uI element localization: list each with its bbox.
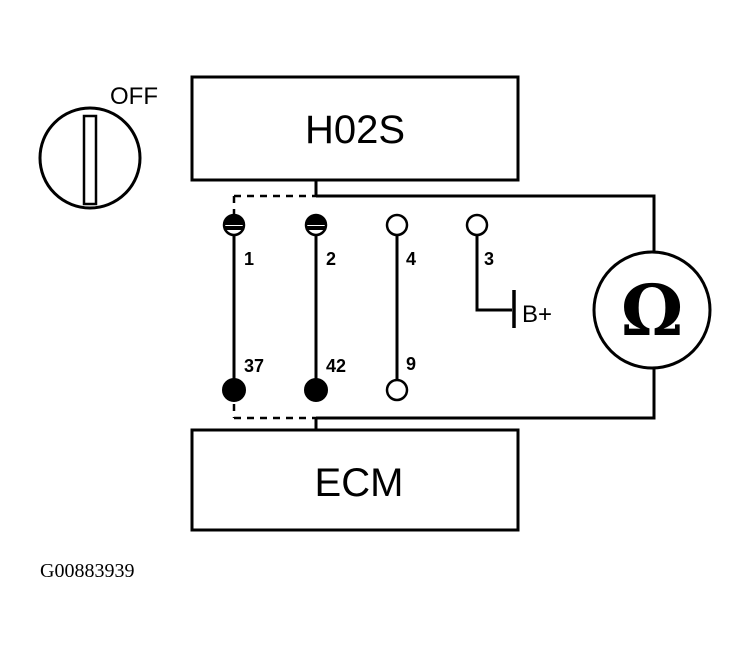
ecm-box-outline bbox=[190, 428, 520, 532]
sensor-box-outline bbox=[190, 75, 520, 182]
ohmmeter: Ω bbox=[592, 250, 712, 370]
top-bus-wire bbox=[316, 194, 656, 252]
switch-off-label: OFF bbox=[110, 83, 158, 110]
pin42-label: 42 bbox=[326, 356, 346, 376]
ecm-box: ECM bbox=[190, 428, 520, 532]
wire-pin1-pin37: 1 37 bbox=[222, 213, 264, 402]
connector-pin1-fill bbox=[224, 215, 244, 225]
pin1-label: 1 bbox=[244, 249, 254, 269]
jumper-dashed-outline bbox=[232, 194, 316, 420]
ohmmeter-body bbox=[592, 250, 712, 370]
ignition-key-slot bbox=[82, 114, 98, 206]
sensor-box-label: H02S bbox=[305, 108, 405, 152]
connector-pin9 bbox=[385, 378, 409, 402]
pin3-battery-wire bbox=[475, 234, 512, 312]
pin9-label: 9 bbox=[406, 354, 416, 374]
connector-pin3 bbox=[465, 213, 489, 237]
connector-pin4 bbox=[385, 213, 409, 237]
connector-pin2-fill bbox=[306, 215, 326, 225]
connector-pin42 bbox=[304, 378, 328, 402]
sensor-box: H02S bbox=[190, 75, 520, 182]
wire-pin2-pin42: 2 42 bbox=[304, 213, 346, 402]
bottom-bus-wire bbox=[316, 366, 656, 420]
wire-pin4-pin9: 4 9 bbox=[385, 213, 416, 402]
ohm-symbol: Ω bbox=[621, 269, 683, 352]
pin3-label: 3 bbox=[484, 249, 494, 269]
battery-label: B+ bbox=[522, 301, 552, 328]
wire-pin3-battery: 3 B+ bbox=[465, 213, 552, 328]
pin2-label: 2 bbox=[326, 249, 336, 269]
ecm-box-label: ECM bbox=[315, 461, 404, 505]
ignition-switch: OFF bbox=[38, 83, 158, 210]
pin37-label: 37 bbox=[244, 356, 264, 376]
ignition-switch-body bbox=[38, 106, 142, 210]
figure-id-caption: G00883939 bbox=[40, 560, 134, 582]
pin4-label: 4 bbox=[406, 249, 416, 269]
connector-pin37 bbox=[222, 378, 246, 402]
